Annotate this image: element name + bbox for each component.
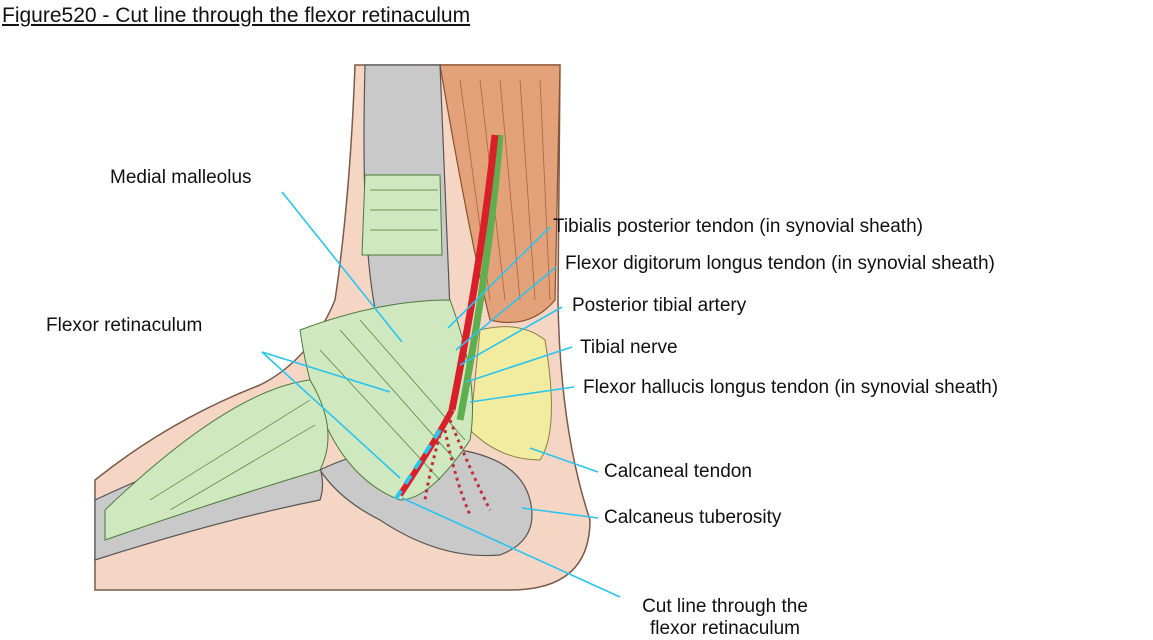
- label-flexor-hallucis-longus: Flexor hallucis longus tendon (in synovi…: [583, 377, 999, 398]
- label-flexor-retinaculum: Flexor retinaculum: [46, 315, 203, 336]
- label-cut-line-1: Cut line through the: [642, 596, 808, 617]
- retinaculum-upper: [361, 174, 443, 256]
- artery: [448, 134, 499, 411]
- calf-muscle: [439, 64, 561, 324]
- label-tibialis-posterior: Tibialis posterior tendon (in synovial s…: [553, 216, 923, 237]
- label-posterior-tibial-artery: Posterior tibial artery: [572, 295, 747, 316]
- label-calcaneal-tendon: Calcaneal tendon: [604, 461, 752, 482]
- label-cut-line: Cut line through the flexor retinaculum: [618, 596, 832, 640]
- cut-line: [393, 428, 442, 502]
- leader-lines: [261, 191, 621, 598]
- fat-pad: [469, 326, 552, 461]
- label-flexor-digitorum-longus: Flexor digitorum longus tendon (in synov…: [565, 253, 995, 274]
- label-medial-malleolus: Medial malleolus: [110, 167, 252, 188]
- label-calcaneus-tuberosity: Calcaneus tuberosity: [604, 507, 782, 528]
- figure-title: Figure520 - Cut line through the flexor …: [2, 4, 471, 27]
- retinaculum-foot: [104, 379, 329, 541]
- label-cut-line-2: flexor retinaculum: [650, 618, 800, 639]
- tendon-sheath: [456, 134, 504, 421]
- label-tibial-nerve: Tibial nerve: [580, 337, 678, 358]
